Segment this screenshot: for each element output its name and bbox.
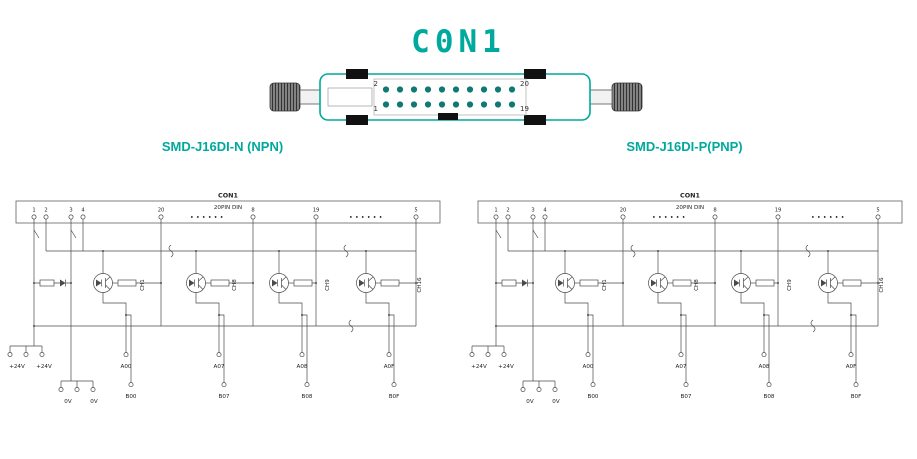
b-terminal-label: B08 [764, 394, 775, 400]
channel-label: CH9 [787, 279, 793, 291]
a-terminal-label: A00 [583, 364, 594, 370]
a-terminal-label: A0F [846, 364, 857, 370]
channel-label: CH16 [417, 277, 423, 293]
power-terminal-label: +24V [471, 364, 487, 370]
page-title: C0N1 [411, 24, 506, 60]
channel-label: CH16 [879, 277, 885, 293]
connector-diagram: 2 1 20 19 [269, 69, 643, 125]
a-terminal-label: A08 [759, 364, 770, 370]
connector-housing-detail [327, 87, 373, 107]
pin-label: 8 [713, 208, 716, 214]
latch-clip-bottom-right [524, 115, 546, 125]
con1-label: CON1 [218, 192, 238, 200]
pin-label: 1 [32, 208, 35, 214]
con1-label: CON1 [680, 192, 700, 200]
pin-label: 2 [506, 208, 509, 214]
b-terminal-label: B0F [389, 394, 400, 400]
pin-ellipsis: • • • • • • [349, 215, 382, 221]
latch-clip-bottom-left [346, 115, 368, 125]
cable-neck-left [299, 89, 323, 105]
pnp-circuit: CON1 20PIN DIN 1 2 3 4 20 8 19 5 • • • •… [466, 188, 906, 423]
pin-number-2: 2 [374, 80, 378, 88]
pin-label: 8 [251, 208, 254, 214]
a-terminal-label: A07 [214, 364, 225, 370]
pin-label: 5 [876, 208, 879, 214]
pin-ellipsis: • • • • • • [190, 215, 223, 221]
b-terminal-label: B07 [219, 394, 230, 400]
latch-clip-top-right [524, 69, 546, 79]
pin-label: 4 [81, 208, 85, 214]
channel-label: CH8 [694, 279, 700, 291]
pin-label: 1 [494, 208, 497, 214]
npn-circuit-diagram: CON1 20PIN DIN 1 2 3 4 20 8 19 5 • • • •… [4, 192, 444, 405]
polarization-notch [438, 113, 458, 120]
pin-number-19: 19 [520, 105, 529, 113]
con-type-label: 20PIN DIN [214, 205, 242, 211]
channel-label: CH1 [602, 279, 608, 291]
pin-number-20: 20 [520, 80, 529, 88]
channel-label: CH1 [140, 279, 146, 291]
pin-label: 5 [414, 208, 417, 214]
power-terminal-label: +24V [9, 364, 25, 370]
ground-terminal-label: 0V [64, 399, 72, 405]
con-type-label: 20PIN DIN [676, 205, 704, 211]
ground-terminal-label: 0V [526, 399, 534, 405]
b-terminal-label: B00 [126, 394, 137, 400]
a-terminal-label: A07 [676, 364, 687, 370]
pin-label: 20 [158, 208, 165, 214]
npn-circuit: CON1 20PIN DIN 1 2 3 4 20 8 19 5 • • • •… [4, 188, 444, 423]
cable-neck-right [589, 89, 613, 105]
variant-label-npn: SMD-J16DI-N (NPN) [161, 139, 284, 154]
channel-label: CH8 [232, 279, 238, 291]
pin-label: 3 [69, 208, 72, 214]
latch-clip-top-left [346, 69, 368, 79]
pin-ellipsis: • • • • • • [811, 215, 844, 221]
pin-dots [382, 86, 516, 108]
power-terminal-label: +24V [498, 364, 514, 370]
pin-label: 19 [313, 208, 320, 214]
variant-label-pnp: SMD-J16DI-P(PNP) [626, 139, 743, 154]
pin-label: 4 [543, 208, 547, 214]
pin-label: 3 [531, 208, 534, 214]
pnp-circuit-diagram: CON1 20PIN DIN 1 2 3 4 20 8 19 5 • • • •… [466, 192, 906, 405]
connector-illustration: 2 1 20 19 [268, 66, 648, 128]
b-terminal-label: B00 [588, 394, 599, 400]
pin-label: 19 [775, 208, 782, 214]
a-terminal-label: A00 [121, 364, 132, 370]
b-terminal-label: B08 [302, 394, 313, 400]
a-terminal-label: A08 [297, 364, 308, 370]
power-terminal-label: +24V [36, 364, 52, 370]
ground-terminal-label: 0V [90, 399, 98, 405]
pin-number-1: 1 [374, 105, 378, 113]
pin-ellipsis: • • • • • • [652, 215, 685, 221]
ground-terminal-label: 0V [552, 399, 560, 405]
b-terminal-label: B07 [681, 394, 692, 400]
a-terminal-label: A0F [384, 364, 395, 370]
pin-label: 20 [620, 208, 627, 214]
b-terminal-label: B0F [851, 394, 862, 400]
cable-strain-relief-right [611, 82, 643, 112]
cable-strain-relief-left [269, 82, 301, 112]
pin-label: 2 [44, 208, 47, 214]
channel-label: CH9 [325, 279, 331, 291]
